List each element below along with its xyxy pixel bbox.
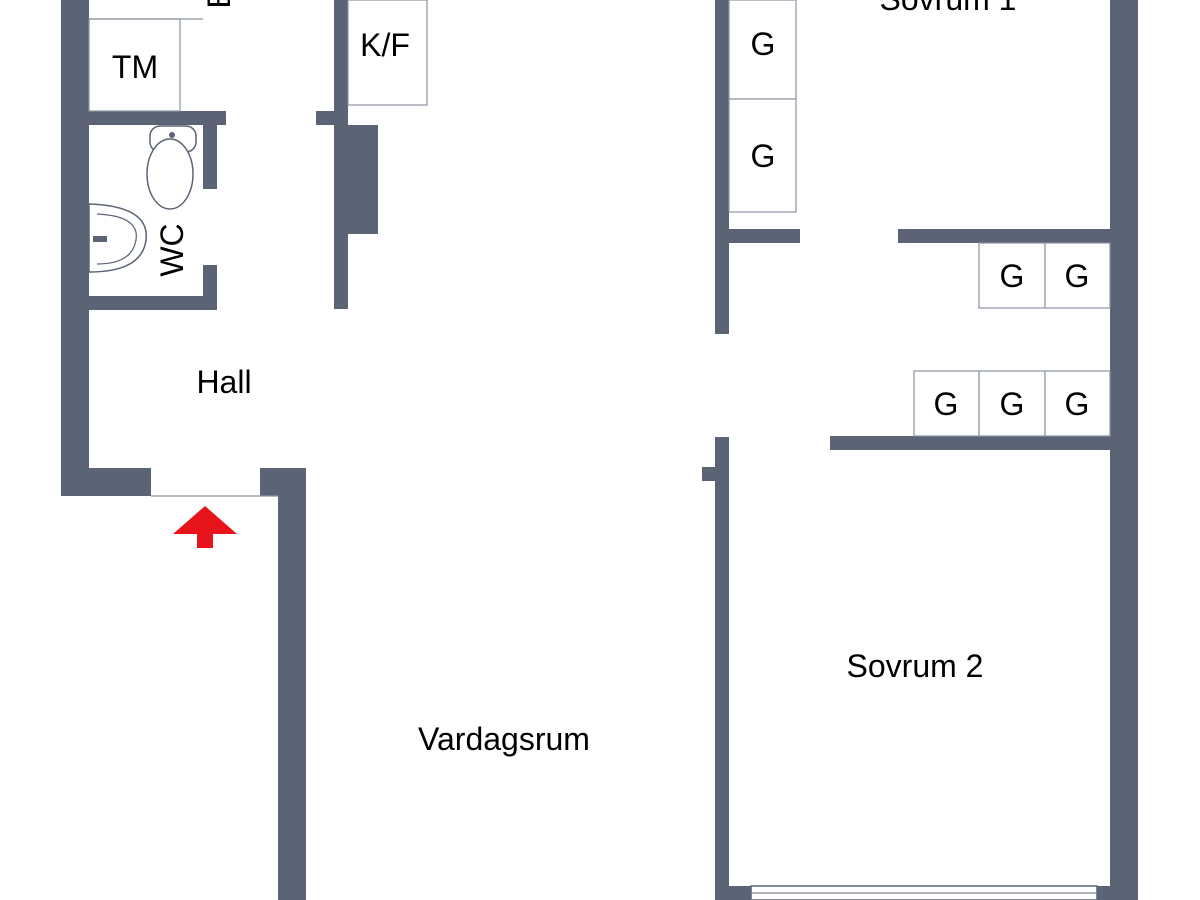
fixture-label-washing-machine: TM <box>112 49 158 85</box>
closet-label: G <box>1065 258 1090 294</box>
fixture-label-fridge-freezer: K/F <box>360 27 410 63</box>
wall-wc-right-top <box>203 111 217 189</box>
closet-label: G <box>751 138 776 174</box>
closet-corridor-1a <box>978 242 1046 309</box>
wall-bedroom2-bottom-right <box>1097 886 1124 900</box>
wall-living-left-vertical <box>278 468 306 900</box>
wall-wc-bottom <box>89 296 217 310</box>
wall-kitchen-chimney <box>334 125 378 234</box>
wall-bedroom1-bottom-right <box>898 229 1124 243</box>
wall-wc-top <box>89 111 226 125</box>
walls <box>61 0 1138 900</box>
closet-label: G <box>1065 386 1090 422</box>
closet-label: G <box>751 26 776 62</box>
wall-kitchen-stub <box>316 111 348 125</box>
closet-bedroom1-bottom <box>728 98 797 213</box>
room-label-bedroom1: Sovrum 1 <box>880 0 1017 17</box>
room-label-bedroom2: Sovrum 2 <box>847 648 984 684</box>
wall-left-exterior <box>61 0 89 496</box>
room-label-living: Vardagsrum <box>418 721 590 757</box>
washing-machine <box>88 18 181 112</box>
closet-corridor-2a <box>913 370 980 437</box>
wall-hall-bottom-left <box>61 468 151 496</box>
closet-corridor-1b <box>1044 242 1111 309</box>
entrance-arrow-icon <box>173 506 237 548</box>
closet-bedroom1-top <box>728 0 797 100</box>
fridge-freezer <box>347 0 428 106</box>
wall-bedroom2-bottom-left <box>715 886 751 900</box>
window <box>750 885 1098 900</box>
wall-bedroom2-top <box>830 436 1124 450</box>
room-label-bath: B <box>201 0 237 9</box>
closet-corridor-2c <box>1044 370 1111 437</box>
closet-label: G <box>1000 258 1025 294</box>
wall-bedroom1-bottom-left <box>715 229 800 243</box>
room-label-wc: WC <box>154 223 190 276</box>
closet-corridor-2b <box>978 370 1046 437</box>
sink-icon <box>88 203 147 273</box>
room-label-hall: Hall <box>196 364 251 400</box>
closet-label: G <box>934 386 959 422</box>
toilet-icon <box>146 125 197 210</box>
wall-bedroom1-left <box>715 0 729 334</box>
wall-bedroom2-left-stub <box>702 467 729 481</box>
wall-bedroom2-left <box>715 437 729 900</box>
closet-label: G <box>1000 386 1025 422</box>
